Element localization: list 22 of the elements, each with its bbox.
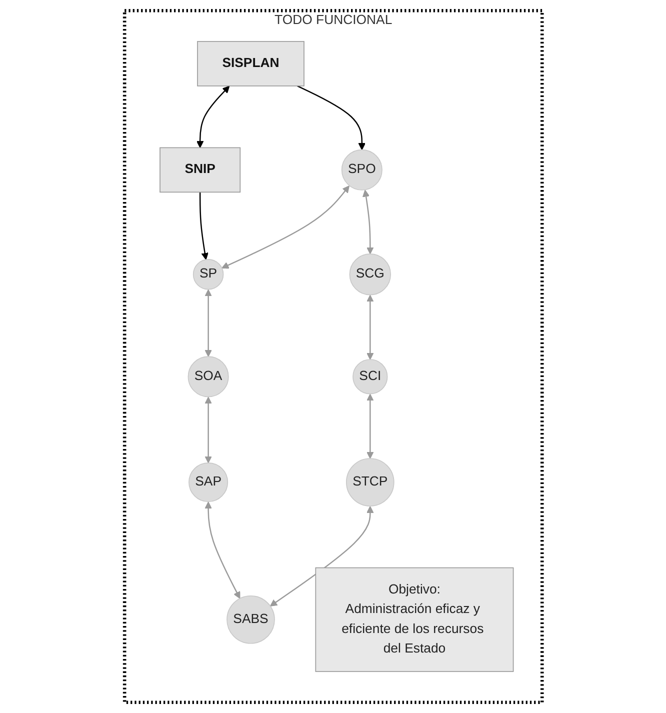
node-circle: STCP [346, 458, 394, 506]
node-box: Objetivo: Administración eficaz y eficiente de los recursos del Estado [314, 567, 514, 672]
arrow [296, 85, 366, 150]
arrow [199, 192, 208, 260]
node-circle: SCI [352, 359, 388, 394]
node-box: SNIP [159, 147, 240, 193]
arrow [204, 396, 212, 464]
node-circle: SP [192, 259, 224, 290]
arrow [366, 294, 374, 360]
node-circle: SCG [348, 254, 391, 296]
node-circle: SAP [188, 462, 228, 502]
arrow [196, 86, 230, 148]
arrow [366, 394, 374, 459]
node-circle: SOA [187, 356, 228, 398]
arrow [204, 502, 240, 599]
arrow [270, 506, 374, 606]
arrow [221, 186, 350, 269]
node-box: SISPLAN [196, 41, 304, 86]
node-circle: SPO [341, 149, 382, 190]
arrow [362, 190, 374, 254]
node-circle: SABS [226, 595, 275, 644]
arrow [204, 289, 212, 357]
